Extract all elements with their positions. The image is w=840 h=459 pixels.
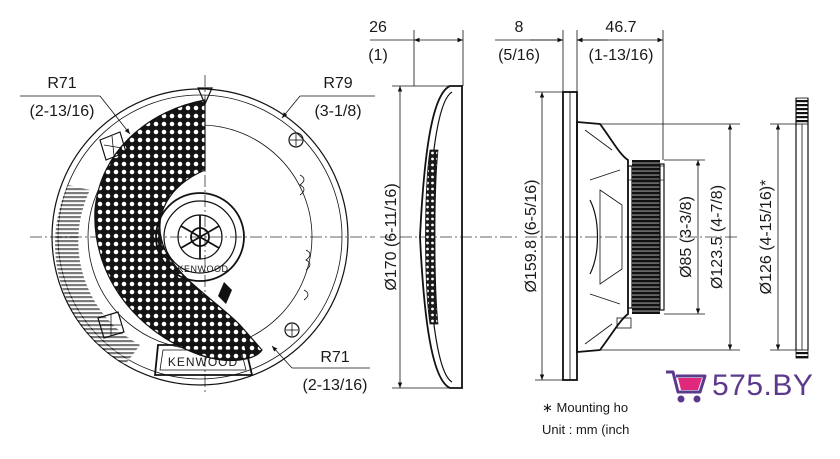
r71-bottom-value: R71	[320, 349, 349, 366]
grille-diameter-label: Ø170 (6-11/16)	[383, 183, 400, 290]
r79-leader-arrow	[281, 95, 301, 119]
flange-depth-inch: (5/16)	[498, 47, 540, 64]
front-right-ribs	[299, 174, 311, 301]
mounting-panel	[795, 97, 809, 359]
shopping-cart-icon	[666, 370, 707, 403]
front-fin-band	[55, 185, 141, 365]
basket-diameter-label: Ø123.5 (4-7/8)	[709, 185, 726, 289]
note-unit: Unit : mm (inch	[542, 422, 629, 437]
r71-bottom-inch: (2-13/16)	[303, 377, 368, 394]
front-tweeter-lever	[218, 282, 232, 304]
grille-profile	[419, 85, 463, 389]
front-brand-plate	[154, 344, 254, 376]
r71-bottom-leader-arrow	[271, 345, 293, 369]
r71-top-inch: (2-13/16)	[30, 103, 95, 120]
front-brand-center: KENWOOD	[177, 264, 228, 274]
r79-value: R79	[323, 75, 352, 92]
magnet-diameter-label: Ø85 (3-3/8)	[678, 196, 695, 278]
front-tweeter	[155, 192, 245, 304]
r71-top-value: R71	[47, 75, 76, 92]
front-view: KENWOOD KENWOOD	[20, 75, 375, 395]
note-mounting-hole: ∗ Mounting ho	[542, 400, 628, 415]
front-brand-plate-text: KENWOOD	[168, 355, 238, 369]
r79-inch: (3-1/8)	[314, 103, 361, 120]
front-outer-rim	[51, 88, 349, 386]
speaker-basket	[576, 121, 629, 353]
front-mount-tab-bottom-left	[97, 311, 125, 339]
speaker-side-view	[495, 30, 809, 381]
outer-diameter-label: Ø159.8 (6-5/16)	[523, 180, 540, 293]
grille-side-mesh	[425, 149, 439, 325]
r71-top-leader-arrow	[99, 95, 131, 135]
flange-depth-value: 8	[515, 19, 524, 36]
front-grille	[94, 99, 263, 361]
mounting-hole-label: Ø126 (4-15/16)*	[758, 180, 775, 295]
front-top-notch-icon	[197, 87, 213, 106]
site-logo: 575.BY	[664, 364, 813, 408]
grille-depth-value: 26	[369, 19, 387, 36]
mount-depth-value: 46.7	[605, 19, 636, 36]
mount-depth-inch: (1-13/16)	[589, 47, 654, 64]
grille-depth-inch: (1)	[368, 47, 388, 64]
speaker-terminal	[616, 317, 632, 329]
front-mount-tab-top-right	[288, 132, 304, 148]
site-logo-text: 575.BY	[712, 369, 814, 402]
grille-side-view	[370, 30, 520, 389]
front-mount-tab-bottom-right	[284, 322, 300, 338]
front-mount-tab-top-left	[99, 131, 127, 161]
